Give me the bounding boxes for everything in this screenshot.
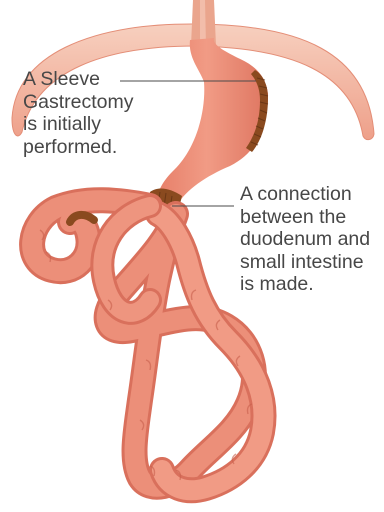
connection-label: A connection between the duodenum and sm… xyxy=(240,183,384,296)
intestine xyxy=(32,200,263,490)
sleeve-stomach xyxy=(157,38,268,204)
sleeve-gastrectomy-label: A Sleeve Gastrectomy is initially perfor… xyxy=(23,68,163,158)
